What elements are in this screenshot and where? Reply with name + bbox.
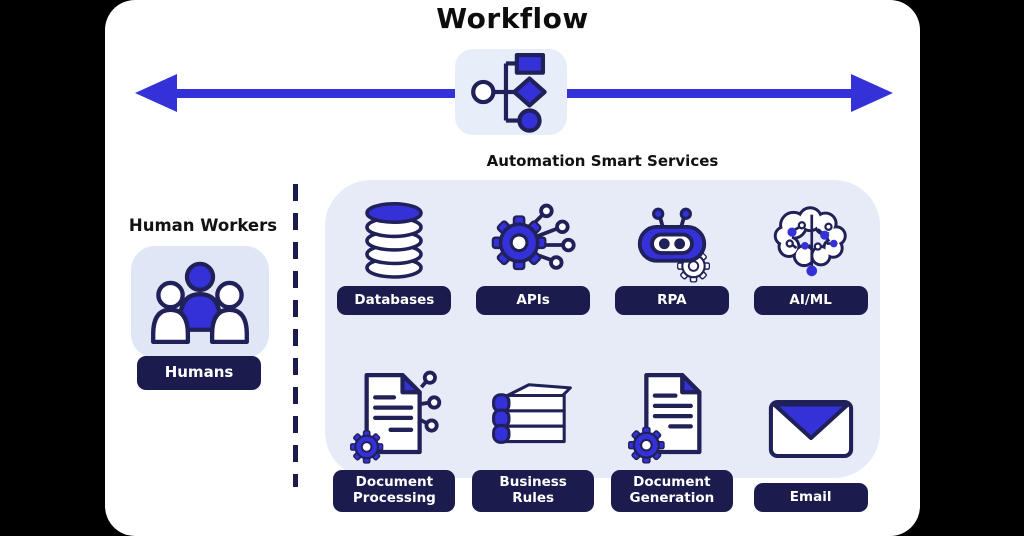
database-icon (365, 201, 424, 279)
service-email: Email (741, 315, 880, 512)
envelope-icon (768, 399, 853, 459)
humans-label: Humans (137, 356, 261, 390)
arrowhead-left-icon (135, 74, 177, 112)
services-panel: Databases (325, 180, 880, 512)
service-label-ai-ml: AI/ML (753, 286, 868, 315)
service-document-processing: Document Processing (325, 315, 464, 512)
divider-dashed-line (293, 184, 298, 487)
gear-network-icon (491, 203, 576, 271)
service-apis: APIs (464, 180, 603, 315)
flowchart-icon (471, 52, 547, 133)
service-label-databases: Databases (337, 286, 452, 315)
service-label-apis: APIs (476, 286, 591, 315)
books-stack-icon (491, 383, 572, 445)
services-heading: Automation Smart Services (486, 152, 719, 170)
service-label-document-processing: Document Processing (333, 470, 456, 512)
robot-icon (637, 207, 710, 283)
workflow-card: Workflow Automation Smart Ser (105, 0, 920, 536)
document-gear-icon (627, 373, 702, 464)
document-gear-network-icon (350, 370, 442, 464)
service-label-rpa: RPA (614, 286, 729, 315)
people-group-icon (151, 261, 249, 345)
service-databases: Databases (325, 180, 464, 315)
page-title: Workflow (436, 2, 589, 35)
arrowhead-right-icon (851, 74, 893, 112)
services-grid: Databases (325, 180, 880, 512)
humans-card (131, 246, 269, 358)
workflow-icon-chip (455, 49, 567, 135)
service-document-generation: Document Generation (603, 315, 742, 512)
service-business-rules: Business Rules (464, 315, 603, 512)
service-label-email: Email (753, 483, 868, 512)
service-ai-ml: AI/ML (741, 180, 880, 315)
service-label-document-generation: Document Generation (610, 470, 733, 512)
service-label-business-rules: Business Rules (472, 470, 595, 512)
service-rpa: RPA (603, 180, 742, 315)
circuit-brain-icon (773, 206, 847, 277)
human-workers-heading: Human Workers (128, 216, 278, 235)
